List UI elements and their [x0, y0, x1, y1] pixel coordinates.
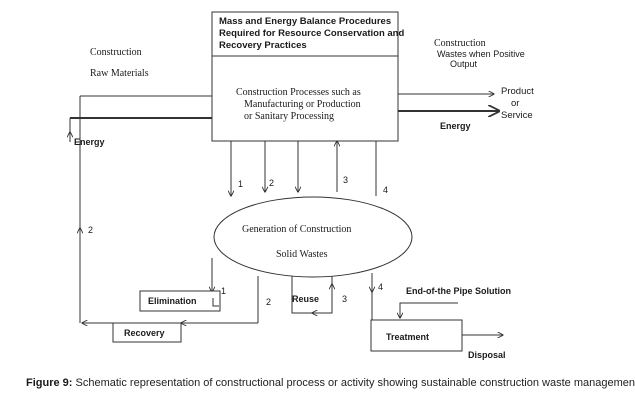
disposal-label: Disposal [468, 350, 506, 360]
figure-caption: Figure 9: Schematic representation of co… [26, 377, 635, 389]
end-of-pipe-label: End-of-the Pipe Solution [406, 286, 511, 296]
number-3-top: 3 [343, 175, 348, 185]
recovery-label: Recovery [124, 328, 165, 338]
process-line-3: or Sanitary Processing [244, 111, 334, 122]
recovery-box [112, 322, 182, 343]
balance-line-2: Required for Resource Conservation and [219, 28, 404, 39]
construction-label: Construction [90, 47, 142, 58]
caption-text: Schematic representation of construction… [72, 377, 635, 389]
energy-output-label: Energy [440, 121, 471, 131]
number-2-bottom: 2 [266, 297, 271, 307]
number-2-top: 2 [269, 178, 274, 188]
reuse-label: Reuse [292, 294, 319, 304]
waste-generation-ellipse [213, 196, 413, 278]
product-label: Product [501, 86, 534, 97]
process-line-2: Manufacturing or Production [244, 99, 361, 110]
number-1-top: 1 [238, 179, 243, 189]
construction-process-box [211, 55, 399, 142]
balance-procedures-box [211, 11, 399, 57]
number-3-bottom: 3 [342, 294, 347, 304]
balance-line-3: Recovery Practices [219, 40, 307, 51]
elimination-label: Elimination [148, 296, 197, 306]
number-1-bottom: 1 [221, 286, 226, 296]
loop-number-2: 2 [88, 225, 93, 235]
number-4-top: 4 [383, 185, 388, 195]
balance-line-1: Mass and Energy Balance Procedures [219, 16, 391, 27]
energy-input-label: Energy [74, 137, 105, 147]
wastes-label-1: Construction [434, 38, 486, 49]
raw-materials-label: Raw Materials [90, 68, 149, 79]
wastes-label-2: Wastes when Positive [437, 49, 525, 59]
wastes-label-3: Output [450, 59, 478, 69]
treatment-box [370, 319, 463, 352]
caption-label: Figure 9: [26, 377, 73, 389]
service-label: Service [501, 110, 533, 121]
ellipse-line-1: Generation of Construction [242, 224, 351, 235]
end-of-pipe-arrow [400, 302, 458, 318]
or-label: or [511, 98, 519, 109]
number-4-bottom: 4 [378, 282, 383, 292]
treatment-label: Treatment [386, 332, 429, 342]
ellipse-line-2: Solid Wastes [276, 249, 328, 260]
elimination-box [139, 290, 221, 312]
elimination-mark [212, 298, 219, 307]
process-line-1: Construction Processes such as [236, 87, 361, 98]
